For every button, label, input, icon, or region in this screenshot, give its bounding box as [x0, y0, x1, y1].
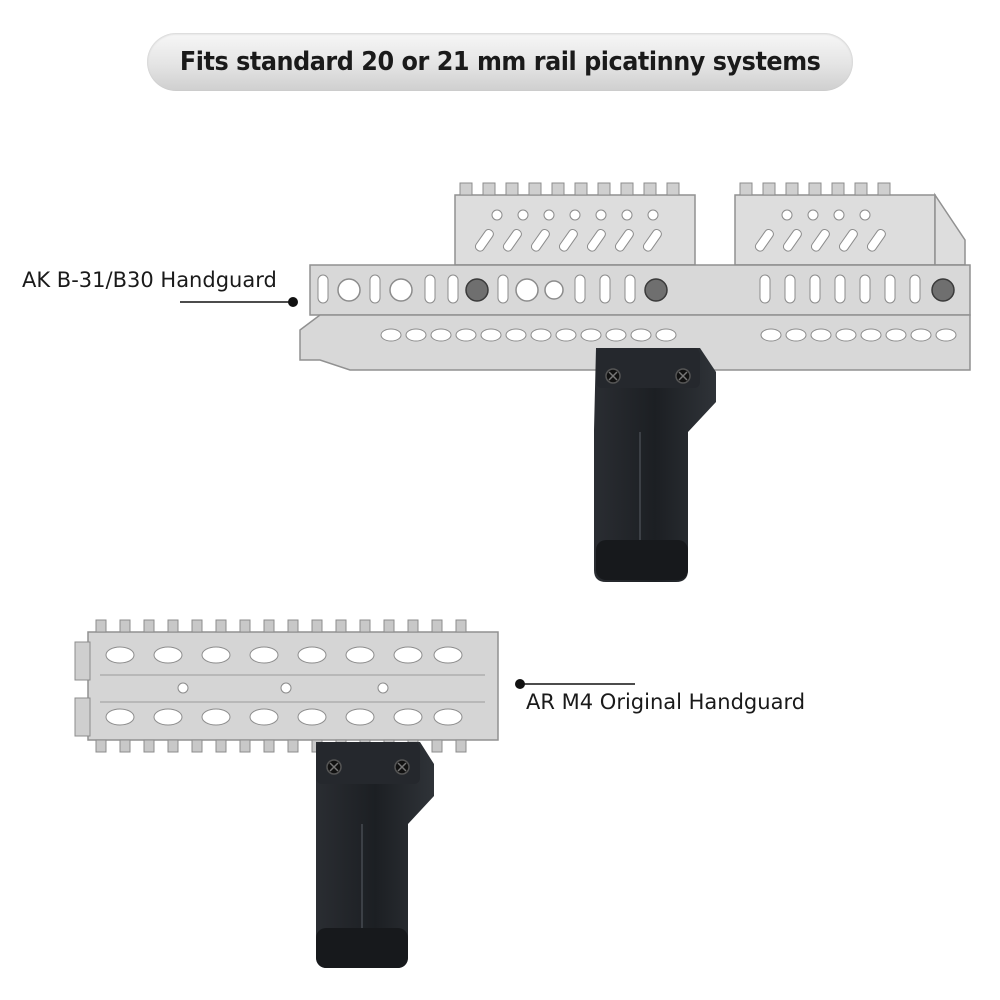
ar-handguard-illustration [74, 619, 499, 753]
ar-side-rail-slots [100, 674, 485, 703]
ak-upper-holes [491, 209, 871, 221]
ar-vertical-grip [316, 742, 434, 968]
ak-round-ports [337, 278, 564, 302]
ak-upper-rail [454, 192, 966, 266]
ak-upper-slots [474, 228, 886, 252]
ak-handguard-label: AK B-31/B30 Handguard [22, 268, 277, 292]
ak-side-slots [317, 274, 921, 304]
ak-rail-teeth [459, 182, 891, 196]
ak-screws [465, 278, 955, 302]
ar-vent-holes [105, 646, 463, 726]
ak-vertical-grip [594, 348, 716, 582]
ar-handguard-label: AR M4 Original Handguard [526, 690, 806, 714]
title-banner: Fits standard 20 or 21 mm rail picatinny… [147, 33, 853, 91]
title-text: Fits standard 20 or 21 mm rail picatinny… [179, 47, 821, 77]
ak-lower-holes [380, 328, 957, 342]
ak-callout-dot [288, 297, 298, 307]
